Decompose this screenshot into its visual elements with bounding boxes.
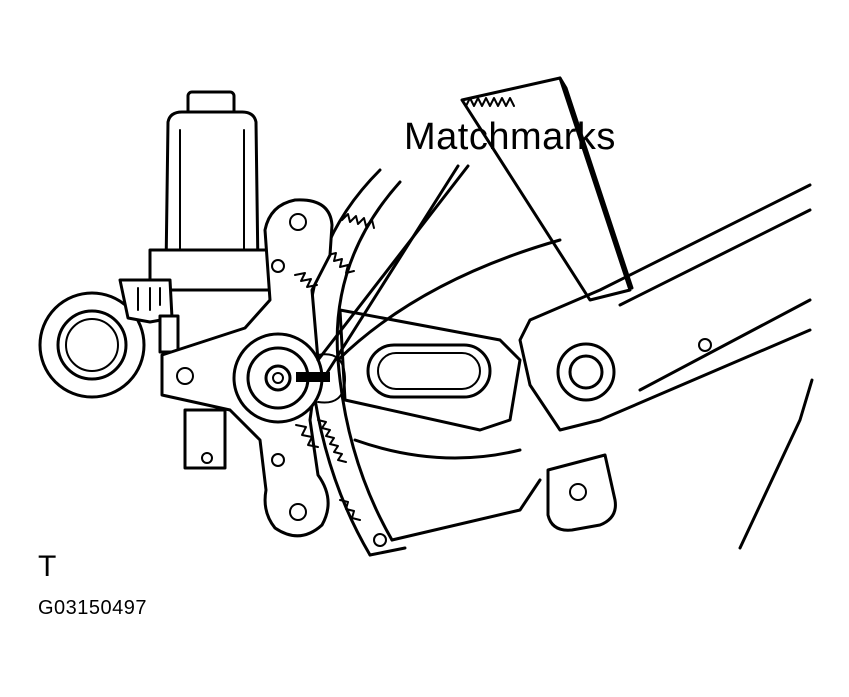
matchmark-tab	[296, 372, 330, 382]
drive-pinion	[232, 332, 346, 424]
connector-ring	[38, 278, 180, 399]
callout-leaders	[316, 164, 470, 378]
hub-plate	[338, 308, 522, 432]
motor	[148, 90, 274, 470]
lower-bracket	[546, 453, 617, 532]
lifter-plate	[460, 76, 814, 550]
view-letter: T	[38, 550, 57, 583]
matchmarks-label: Matchmarks	[404, 116, 616, 158]
figure-code: G03150497	[38, 597, 148, 619]
